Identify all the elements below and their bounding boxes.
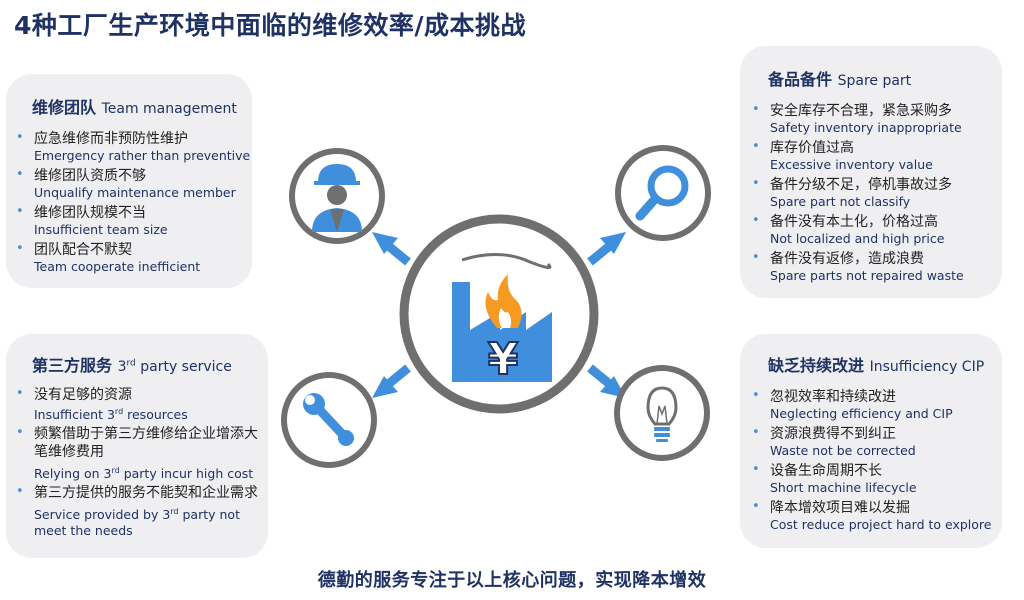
factory-icon: ¥	[452, 252, 552, 386]
panel-title: 缺乏持续改进 Insufficiency CIP	[752, 352, 1002, 376]
panel-third-party-service: 第三方服务 3rd party service 没有足够的资源Insuffici…	[6, 334, 268, 558]
panel-title-en: 3rd party service	[117, 358, 232, 375]
panel-title: 备品备件 Spare part	[752, 66, 1002, 90]
worker-icon	[289, 148, 385, 244]
panel-title-cn: 维修团队	[32, 98, 97, 117]
footer-summary: 德勤的服务专注于以上核心问题，实现降本增效	[317, 570, 707, 591]
panel-title-cn: 第三方服务	[32, 356, 113, 375]
magnifier-icon	[615, 145, 711, 241]
arrow-top-right	[587, 232, 626, 266]
panel-title-cn: 备品备件	[768, 70, 833, 89]
lightbulb-icon	[614, 365, 710, 461]
panel-title-en: Insufficiency CIP	[869, 359, 985, 375]
page-title: 4种工厂生产环境中面临的维修效率/成本挑战	[14, 11, 527, 40]
panel-team-management: 维修团队 Team management 应急维修而非预防性维护Emergenc…	[6, 74, 252, 288]
panel-title: 维修团队 Team management	[16, 94, 252, 118]
wrench-icon	[281, 372, 377, 468]
panel-title-en: Spare part	[837, 73, 912, 89]
panel-title: 第三方服务 3rd party service	[16, 352, 258, 376]
panel-title-cn: 缺乏持续改进	[768, 356, 865, 375]
panel-title-en: Team management	[101, 101, 237, 117]
panel-insufficiency-cip: 缺乏持续改进 Insufficiency CIP 忽视效率和持续改进Neglec…	[740, 334, 1002, 548]
yuan-symbol: ¥	[488, 334, 519, 385]
arrow-bottom-left	[372, 364, 411, 398]
arrow-top-left	[372, 232, 411, 266]
